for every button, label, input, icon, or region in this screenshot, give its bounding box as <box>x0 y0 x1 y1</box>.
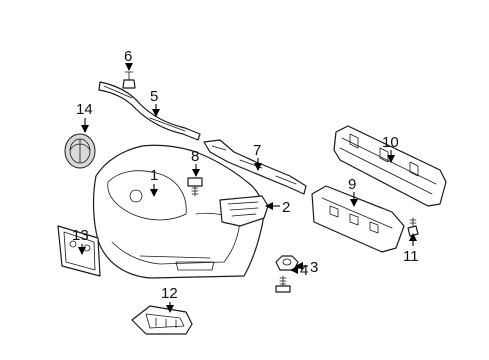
callout-14: 14 <box>76 101 93 118</box>
callout-7: 7 <box>253 142 261 159</box>
lower-duct-part <box>131 305 193 335</box>
callout-labels: 1 2 3 4 5 6 7 8 9 10 11 12 13 14 <box>72 48 419 302</box>
callout-3: 3 <box>310 259 318 276</box>
callout-2: 2 <box>282 199 290 216</box>
energy-absorber-part <box>311 185 405 253</box>
callout-13: 13 <box>72 227 89 244</box>
clip-part-6 <box>122 71 136 89</box>
callout-6: 6 <box>124 48 132 65</box>
callout-1: 1 <box>150 167 158 184</box>
callout-9: 9 <box>348 176 356 193</box>
bumper-cover-part <box>92 144 265 279</box>
upper-retainer-strip-part <box>98 81 201 141</box>
callout-5: 5 <box>150 88 158 105</box>
callout-8: 8 <box>191 148 199 165</box>
bolt-part-11 <box>407 217 419 237</box>
fog-lamp-cover-part <box>219 195 269 227</box>
bolt-part-8 <box>187 177 203 197</box>
emblem-part <box>64 133 96 169</box>
callout-11: 11 <box>403 248 419 265</box>
callout-10: 10 <box>382 134 399 151</box>
callout-4: 4 <box>300 262 308 279</box>
bolt-part-4 <box>275 275 291 293</box>
reinforcement-bar-part <box>333 125 447 207</box>
leader-arrows <box>78 63 417 313</box>
callout-12: 12 <box>161 285 178 302</box>
